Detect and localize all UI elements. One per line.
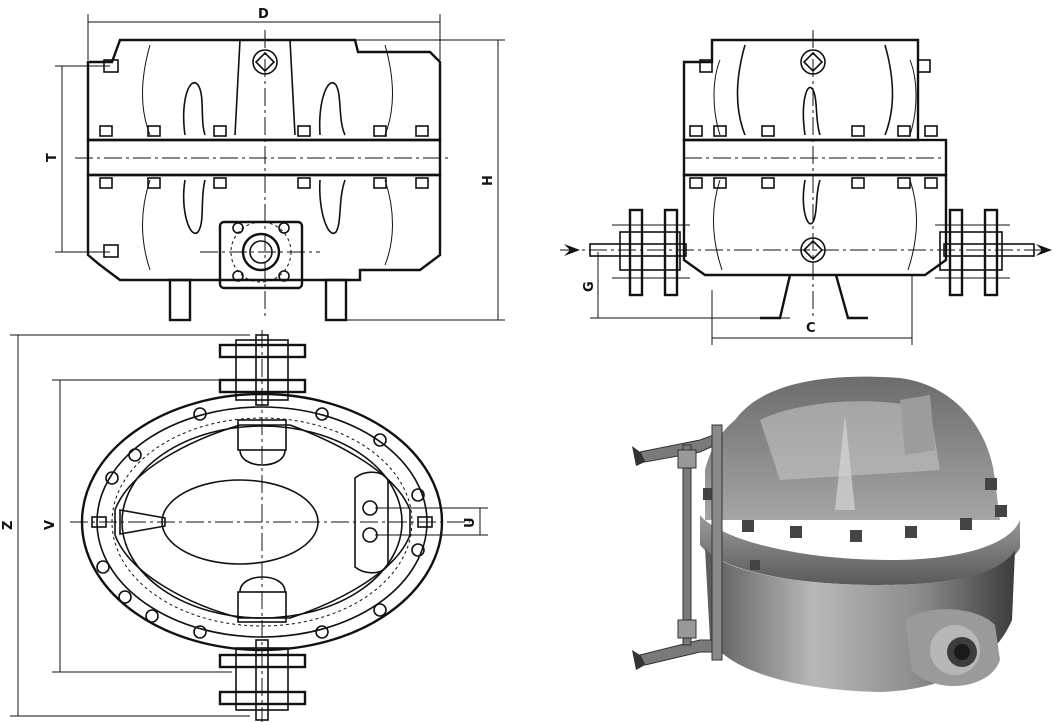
dim-u-label: U bbox=[463, 517, 478, 528]
dim-d-label: D bbox=[258, 7, 269, 22]
product-photo bbox=[632, 376, 1020, 692]
dim-c-label: C bbox=[806, 321, 816, 336]
inlet-connection bbox=[589, 208, 690, 297]
front-view: D T H bbox=[45, 7, 505, 322]
dim-z-label: Z bbox=[1, 521, 16, 530]
top-view: Z V U bbox=[1, 330, 488, 722]
outlet-connection bbox=[935, 208, 1035, 297]
dim-h-label: H bbox=[481, 175, 496, 186]
arrow-right-icon bbox=[1036, 244, 1052, 256]
dim-t-label: T bbox=[45, 153, 60, 162]
side-view: G C bbox=[560, 30, 1052, 345]
dim-v-label: V bbox=[43, 520, 58, 530]
dim-g-label: G bbox=[582, 281, 597, 292]
outlet-flange bbox=[218, 220, 304, 290]
